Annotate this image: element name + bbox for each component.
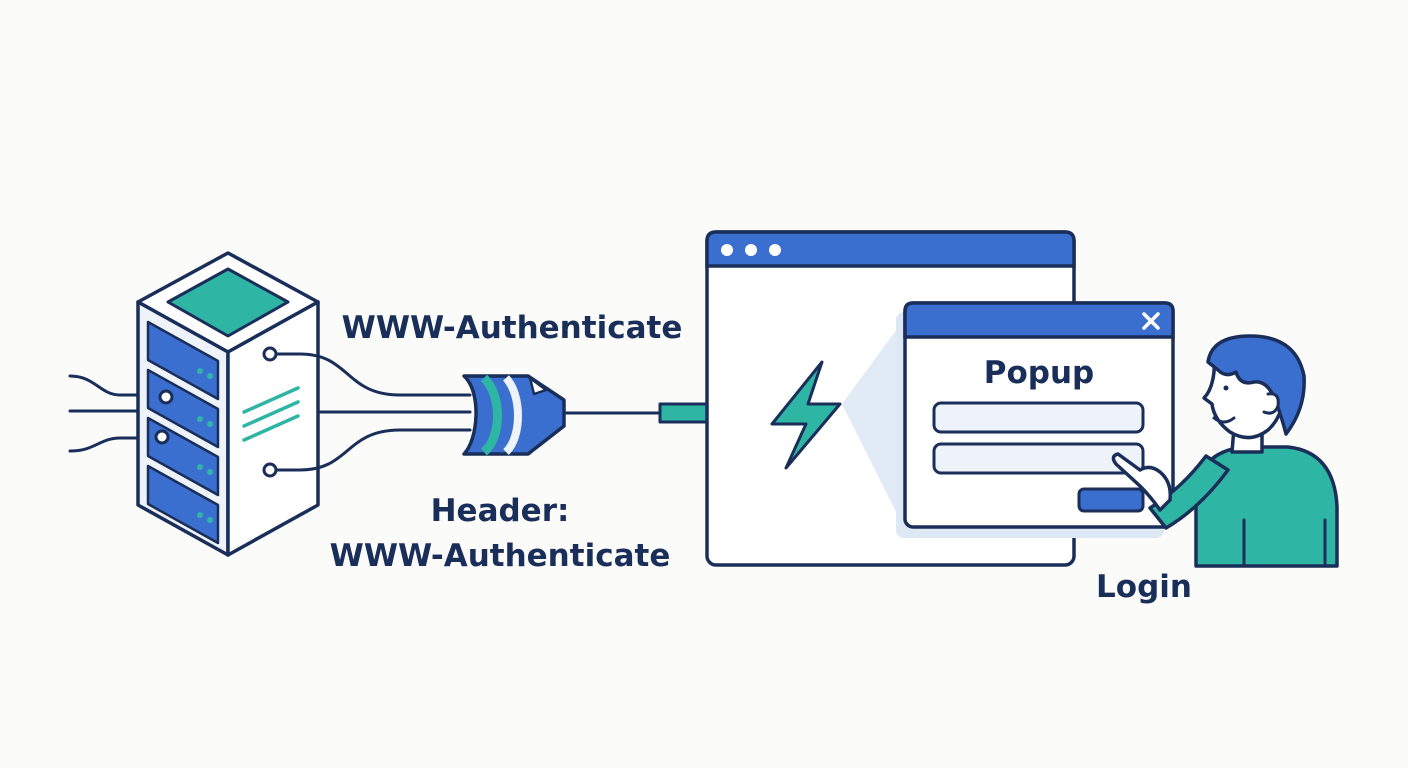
bottom-header-label-line2: WWW-Authenticate	[330, 538, 671, 574]
popup-password-field[interactable]	[932, 442, 1145, 475]
popup-username-field[interactable]	[932, 401, 1145, 434]
server-status-lights	[197, 368, 213, 523]
cable-plug-icon	[462, 374, 566, 456]
browser-dot-1	[721, 244, 733, 256]
close-icon[interactable]	[1142, 312, 1160, 330]
login-label: Login	[1096, 569, 1192, 605]
top-header-label: WWW-Authenticate	[342, 310, 683, 346]
browser-dot-3	[769, 244, 781, 256]
browser-dot-2	[745, 244, 757, 256]
bottom-header-label-line1: Header:	[431, 493, 570, 529]
popup-title: Popup	[984, 355, 1094, 391]
server-cables	[274, 352, 472, 472]
server-vent-lines	[242, 386, 300, 442]
popup-glow	[842, 318, 905, 530]
lightning-bolt-icon	[770, 360, 842, 470]
person-icon	[1111, 334, 1339, 568]
popup-window: Popup	[903, 301, 1175, 529]
popup-login-button[interactable]	[1077, 487, 1145, 513]
